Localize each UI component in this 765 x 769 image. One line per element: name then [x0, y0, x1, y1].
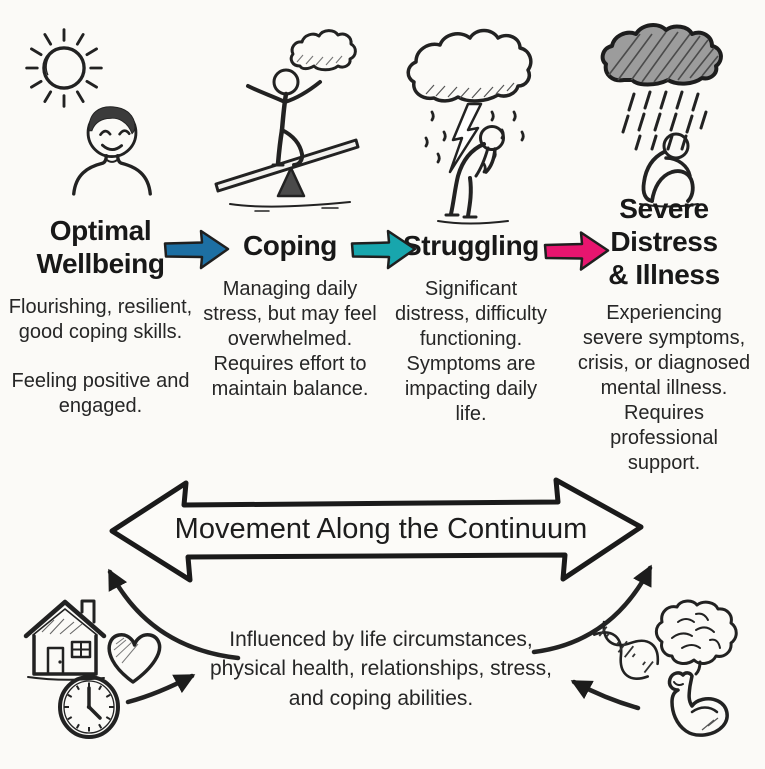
curled-up-figure	[639, 132, 699, 208]
stage-paragraph: Feeling positive and engaged.	[11, 370, 190, 418]
arrow-optimal-to-coping-icon	[163, 229, 230, 270]
stage-coping: Coping Managing daily stress, but may fe…	[202, 229, 378, 402]
severe-distress-illustration	[600, 23, 723, 208]
heart-icon	[107, 633, 162, 684]
clock-icon	[58, 675, 120, 739]
stage-title: Severe Distress & Illness	[608, 193, 720, 291]
stage-paragraph: Experiencing severe symptoms, crisis, or…	[577, 302, 751, 475]
stage-optimal-wellbeing: Optimal Wellbeing Flourishing, resilient…	[8, 214, 193, 419]
arrow-struggling-to-severe-icon	[543, 231, 610, 271]
heavy-rain	[621, 90, 708, 151]
stage-title: Optimal Wellbeing	[36, 215, 165, 280]
dna-icon	[592, 620, 660, 680]
brain-icon	[654, 599, 738, 676]
small-cloud-icon	[289, 29, 357, 72]
arrow-coping-to-struggling-icon	[350, 229, 417, 270]
continuum-label: Movement Along the Continuum	[174, 513, 588, 545]
sun-icon	[25, 28, 103, 108]
balancing-figure-illustration	[214, 29, 360, 212]
dark-rain-cloud-icon	[600, 23, 723, 151]
influence-text: Influenced by life circumstances, physic…	[210, 628, 552, 710]
stage-description: Significant distress, difficulty functio…	[390, 277, 552, 427]
stage-struggling: Struggling Significant distress, difficu…	[390, 229, 552, 427]
stage-paragraph: Managing daily stress, but may feel over…	[203, 278, 377, 401]
raindrops	[424, 110, 525, 174]
stage-paragraph: Significant distress, difficulty functio…	[395, 278, 547, 426]
stage-description: Experiencing severe symptoms, crisis, or…	[577, 301, 751, 476]
flexed-arm-icon	[667, 671, 729, 737]
stage-description: Managing daily stress, but may feel over…	[202, 277, 378, 402]
stage-paragraph: Flourishing, resilient, good coping skil…	[8, 296, 193, 344]
stage-title: Coping	[242, 230, 337, 261]
happy-person-illustration	[72, 106, 152, 196]
storm-cloud-lightning-icon	[406, 28, 533, 174]
house-icon	[23, 599, 107, 681]
stage-severe-distress: Severe Distress & Illness Experiencing s…	[577, 192, 751, 476]
stage-title: Struggling	[403, 230, 539, 261]
stage-description: Flourishing, resilient, good coping skil…	[8, 295, 193, 419]
struggling-person-illustration	[406, 28, 533, 225]
